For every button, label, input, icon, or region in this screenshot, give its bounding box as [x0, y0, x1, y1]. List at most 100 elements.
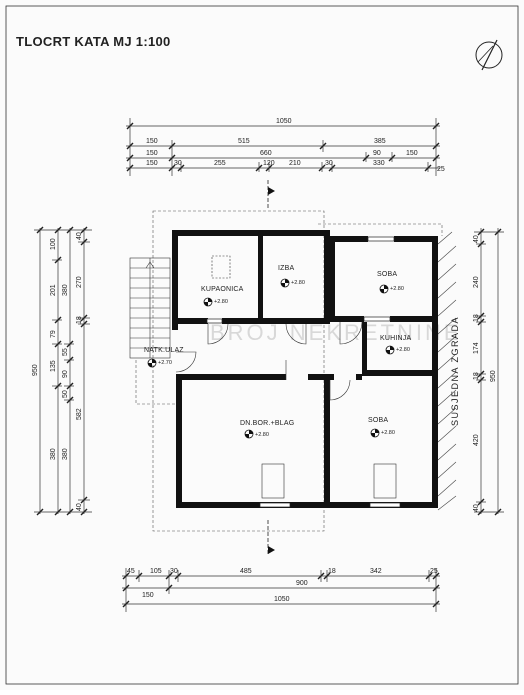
dim-top-r3-1: 150 [146, 150, 158, 157]
dim-left-c4-4: 582 [76, 408, 83, 420]
level-marker-icon [203, 297, 213, 307]
dim-left-total: 950 [32, 364, 39, 376]
dim-right-c1-4: 174 [473, 342, 480, 354]
room-label-dn-boravak: DN.BOR.+BLAG [240, 420, 294, 427]
dim-top-r2-3: 385 [374, 138, 386, 145]
room-dn-boravak: DN.BOR.+BLAG +2.80 [240, 420, 294, 439]
watermark: BROJ NEKRETNINE [210, 320, 462, 345]
left-dimension-ticks [36, 226, 88, 516]
level-marker-icon [244, 429, 254, 439]
doors [175, 321, 363, 401]
bathroom-fixture [211, 255, 231, 279]
dim-top-r3-3: 90 [373, 150, 381, 157]
dim-top-r4-6: 30 [325, 160, 333, 167]
page-border [5, 5, 519, 685]
dim-bottom-r2-1: 150 [142, 592, 154, 599]
dim-top-r4-5: 210 [289, 160, 301, 167]
level-kupaonica: +2.80 [214, 299, 228, 305]
room-soba-bottom: SOBA +2.80 [368, 417, 395, 438]
top-dimensions [126, 118, 440, 176]
room-label-izba: IZBA [278, 265, 294, 272]
dim-top-r4-7: 330 [373, 160, 385, 167]
dim-bottom-r1-5: 18 [328, 568, 336, 575]
left-dimensions [34, 228, 92, 514]
walls [172, 230, 438, 508]
level-marker-icon [370, 428, 380, 438]
dim-bottom-r1-2: 105 [150, 568, 162, 575]
room-label-soba-bottom: SOBA [368, 417, 388, 424]
section-marker-bottom-icon [267, 520, 275, 556]
level-izba: +2.80 [291, 280, 305, 286]
dim-right-c1-2: 240 [473, 276, 480, 288]
staircase [129, 257, 171, 359]
level-soba-bottom: +2.80 [381, 430, 395, 436]
level-natk-ulaz: +2.70 [158, 360, 172, 366]
level-kuhinja: +2.80 [396, 347, 410, 353]
room-kuhinja: KUHINJA +2.80 [380, 335, 411, 355]
dim-bottom-r1-3: 30 [170, 568, 178, 575]
room-soba-top: SOBA +2.80 [377, 271, 404, 294]
dim-left-c2-5: 380 [50, 448, 57, 460]
dim-left-c3-5: 380 [62, 448, 69, 460]
dim-bottom-r1-7: 25 [430, 568, 438, 575]
dim-top-r4-4: 120 [263, 160, 275, 167]
dim-left-c4-2: 270 [76, 276, 83, 288]
neighbor-label: SUSJEDNA ZGRADA [450, 316, 460, 426]
roof-outline [135, 210, 443, 532]
level-soba-top: +2.80 [390, 286, 404, 292]
dim-left-c2-4: 135 [50, 360, 57, 372]
dim-top-r2-1: 150 [146, 138, 158, 145]
dim-left-c2-2: 201 [50, 284, 57, 296]
dim-right-c1-3: 18 [473, 314, 480, 322]
dim-bottom-r1-4: 485 [240, 568, 252, 575]
room-kupaonica: KUPAONICA +2.80 [201, 286, 244, 307]
section-marker-top-icon [267, 180, 275, 210]
room-fixtures [261, 463, 397, 499]
dim-bottom-r1-6: 342 [370, 568, 382, 575]
level-dn-boravak: +2.80 [255, 432, 269, 438]
right-dimension-ticks [477, 228, 502, 516]
dim-left-c4-3: 18 [76, 316, 83, 324]
level-marker-icon [385, 345, 395, 355]
dim-bottom-r1-1: 45 [127, 568, 135, 575]
dim-left-c2-3: 79 [50, 330, 57, 338]
dim-top-total: 1050 [276, 118, 292, 125]
dim-left-c4-1: 40 [76, 232, 83, 240]
dim-right-total: 950 [490, 370, 497, 382]
right-dimensions [474, 228, 504, 514]
dim-top-r3-2: 660 [260, 150, 272, 157]
dim-right-c1-5: 18 [473, 372, 480, 380]
level-marker-icon [147, 358, 157, 368]
north-arrow-icon [475, 39, 503, 71]
room-label-soba-top: SOBA [377, 271, 397, 278]
dim-bottom-r2-2: 900 [296, 580, 308, 587]
level-marker-icon [280, 278, 290, 288]
dim-right-c1-1: 40 [473, 235, 480, 243]
level-marker-icon [379, 284, 389, 294]
room-natk-ulaz: NATK.ULAZ +2.70 [144, 347, 184, 368]
windows [206, 236, 401, 508]
dim-left-c3-4: 50 [62, 390, 69, 398]
dim-bottom-r3-1: 1050 [274, 596, 290, 603]
dim-top-r4-1: 150 [146, 160, 158, 167]
dim-top-r4-2: 30 [174, 160, 182, 167]
dim-left-c3-1: 380 [62, 284, 69, 296]
dim-right-c1-7: 40 [473, 504, 480, 512]
dim-top-r4-8: 25 [437, 166, 445, 173]
room-label-kuhinja: KUHINJA [380, 335, 411, 342]
dim-left-c2-1: 100 [50, 238, 57, 250]
dim-left-c3-3: 90 [62, 370, 69, 378]
room-label-natk-ulaz: NATK.ULAZ [144, 347, 184, 354]
dim-top-r4-3: 255 [214, 160, 226, 167]
room-izba: IZBA +2.80 [278, 265, 305, 288]
room-label-kupaonica: KUPAONICA [201, 286, 244, 293]
bottom-dimension-ticks [122, 572, 440, 608]
top-dimension-ticks [126, 122, 440, 172]
dim-top-r2-2: 515 [238, 138, 250, 145]
dim-left-c3-2: 55 [62, 348, 69, 356]
neighbor-hatch [437, 231, 457, 511]
dim-left-c4-5: 40 [76, 503, 83, 511]
dim-right-c1-6: 420 [473, 434, 480, 446]
